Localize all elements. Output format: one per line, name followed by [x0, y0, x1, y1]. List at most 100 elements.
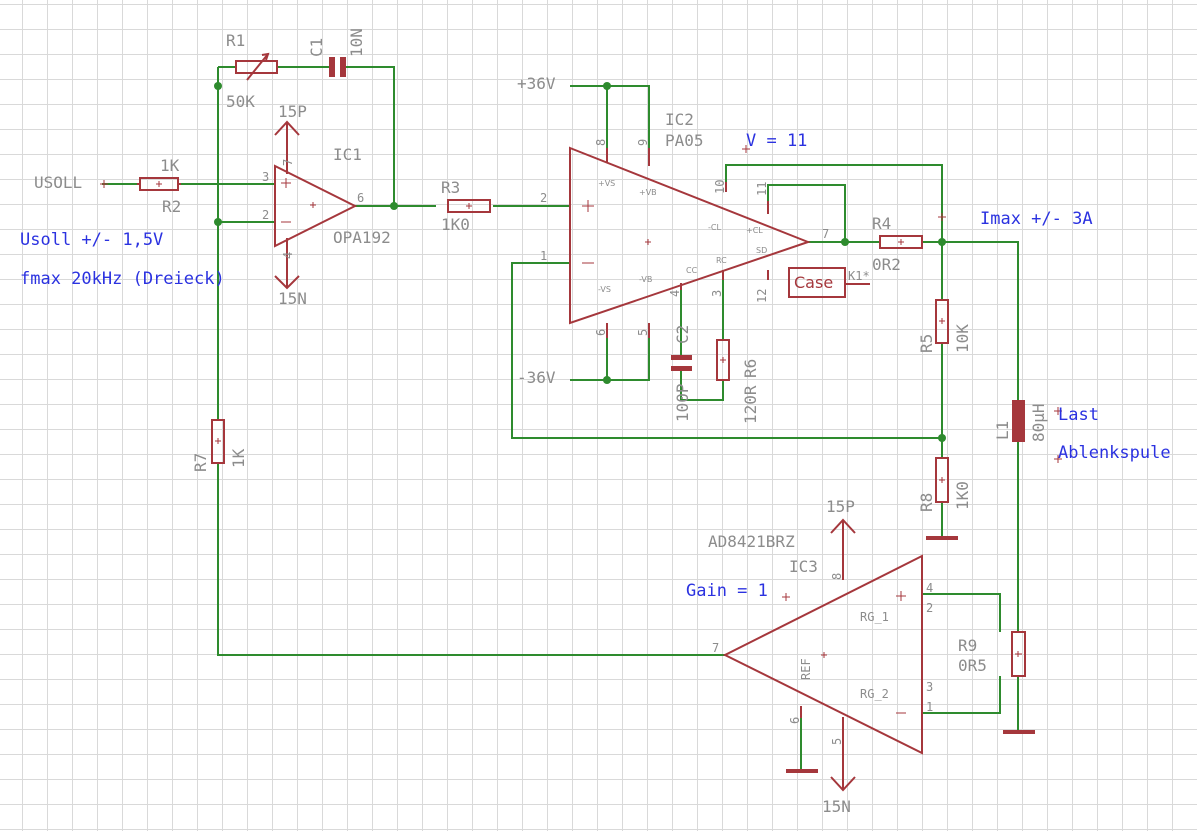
r1-value: 50K [226, 92, 255, 111]
note-gain-ic3: Gain = 1 [686, 581, 768, 601]
r2-value: 1K [160, 156, 180, 175]
pa-cl-minus: -CL [708, 223, 721, 232]
ic2-pin9: 9 [636, 139, 650, 146]
text-labels: USOLL 1K R2 R1 50K C1 10N 15P 15N IC1 OP… [34, 28, 1048, 816]
ic1-pin7: 7 [281, 159, 295, 166]
ic3-pin2: 2 [926, 601, 933, 615]
resistor-r4[interactable] [879, 235, 923, 249]
ic2-pin10: 10 [713, 180, 727, 194]
power-amp-ic2[interactable] [569, 146, 811, 338]
r9-name: R9 [958, 636, 977, 655]
ic3-part: AD8421BRZ [708, 532, 795, 551]
pa-vs-minus: -VS [598, 285, 611, 294]
r6-name: R6 [741, 359, 760, 378]
resistor-r6[interactable] [716, 339, 730, 381]
ground-symbols [786, 536, 1035, 773]
inductor-l1[interactable] [1012, 400, 1025, 442]
pa-vs-plus: +VS [598, 179, 615, 188]
note-imax: Imax +/- 3A [980, 209, 1093, 229]
junctions [214, 82, 946, 442]
note-last: Last [1058, 405, 1099, 425]
l1-value: 80µH [1029, 403, 1048, 442]
ic1-15n: 15N [278, 289, 307, 308]
ic2-pin5: 5 [636, 329, 650, 336]
ic2-pin11: 11 [755, 182, 769, 196]
resistor-r5[interactable] [935, 299, 949, 344]
ic1-15p: 15P [278, 102, 307, 121]
ic1-pin4: 4 [281, 252, 295, 259]
note-fmax: fmax 20kHz (Dreieck) [20, 269, 225, 289]
ic3-rg2: RG_2 [860, 687, 889, 701]
note-ablenkspule: Ablenkspule [1058, 443, 1171, 463]
supply-15n-ic1 [274, 246, 300, 290]
resistor-r9[interactable] [1011, 631, 1026, 677]
pa-rc: RC [716, 256, 727, 265]
c2-value: 100P [673, 383, 692, 422]
k1-label: K1* [848, 269, 870, 283]
ic2-part: PA05 [665, 131, 704, 150]
supply-15p-ic3 [830, 518, 856, 562]
r6-value: 120R [741, 385, 760, 424]
r8-value: 1K0 [953, 481, 972, 510]
ic3-pin8: 8 [830, 573, 844, 580]
c1-name: C1 [307, 38, 326, 57]
resistor-r8[interactable] [935, 457, 949, 503]
ic2-pin3: 3 [710, 290, 724, 297]
note-gain-pa: V = 11 [746, 131, 807, 151]
ic3-15p: 15P [826, 497, 855, 516]
ic2-pin1: 1 [540, 249, 547, 263]
ic3-name: IC3 [789, 557, 818, 576]
ic1-pin6: 6 [357, 191, 364, 205]
ic2-pin4: 4 [668, 290, 682, 297]
ic1-part: OPA192 [333, 228, 391, 247]
r3-name: R3 [441, 178, 460, 197]
r7-name: R7 [191, 453, 210, 472]
case-label: Case [794, 273, 833, 292]
capacitor-c1[interactable] [329, 57, 346, 77]
resistor-r7[interactable] [211, 419, 225, 464]
supply-15n-ic3 [830, 728, 856, 792]
ic3-pin1: 1 [926, 700, 933, 714]
pa-cl-plus: +CL [746, 226, 763, 235]
ic2-pin12: 12 [755, 289, 769, 303]
minus36-label: -36V [517, 368, 556, 387]
ic3-rg1: RG_1 [860, 610, 889, 624]
wires [102, 66, 1019, 770]
plus36-label: +36V [517, 74, 556, 93]
note-usoll: Usoll +/- 1,5V [20, 230, 163, 250]
ic2-pin7: 7 [822, 227, 829, 241]
annotations: Usoll +/- 1,5V fmax 20kHz (Dreieck) V = … [20, 131, 1171, 601]
resistor-r3[interactable] [447, 199, 491, 213]
ic2-pin8: 8 [594, 139, 608, 146]
l1-name: L1 [993, 421, 1012, 440]
resistor-r2[interactable] [137, 177, 181, 191]
pa-cc: CC [686, 266, 698, 275]
ic3-pin7: 7 [712, 641, 719, 655]
pa-vb-minus: -VB [639, 275, 652, 284]
resistor-r1-potentiometer[interactable] [235, 52, 278, 81]
ic3-pin3: 3 [926, 680, 933, 694]
ic2-name: IC2 [665, 110, 694, 129]
capacitor-c2[interactable] [671, 355, 692, 371]
r4-name: R4 [872, 214, 891, 233]
r5-value: 10K [953, 324, 972, 353]
c1-value: 10N [347, 28, 366, 57]
r5-name: R5 [917, 334, 936, 353]
r1-name: R1 [226, 31, 245, 50]
ic3-pin6: 6 [788, 717, 802, 724]
opamp-ic1[interactable] [274, 164, 358, 248]
pa-sd: SD [756, 246, 767, 255]
pa-vb-plus: +VB [639, 188, 657, 197]
ic3-ref: REF [799, 658, 813, 680]
case-box[interactable] [788, 267, 870, 298]
ic2-pin6: 6 [594, 329, 608, 336]
r3-value: 1K0 [441, 215, 470, 234]
inamp-ic3[interactable] [722, 554, 923, 755]
r9-value: 0R5 [958, 656, 987, 675]
usoll-label: USOLL [34, 173, 82, 192]
r7-value: 1K [229, 448, 248, 468]
ic2-pin2: 2 [540, 191, 547, 205]
markers [100, 145, 1062, 601]
